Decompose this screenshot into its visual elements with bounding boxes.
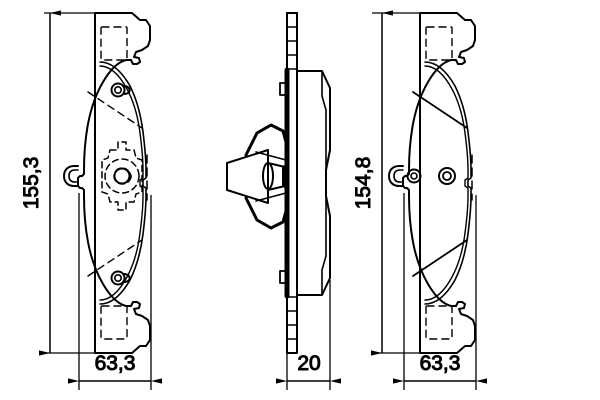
- left-pad-width-label: 63,3: [95, 352, 136, 375]
- left-pad-upper-chamfer-line: [87, 91, 143, 129]
- right-pad-height-label: 154,8: [352, 157, 375, 210]
- right-pad-upper-lug-hidden-slot: [425, 26, 453, 61]
- side-view-backing-plate-bottom-serration: [286, 296, 298, 340]
- left-pad-width-dimension: 63,3: [68, 193, 162, 390]
- left-pad-lower-lug-hidden-slot: [100, 305, 128, 340]
- side-view-upper-lug-tab: [279, 82, 289, 96]
- side-view-backing-plate-top-serration: [286, 26, 298, 70]
- left-pad-wear-sensor-eyelet-gap: [127, 170, 132, 183]
- right-pad-friction-material-edge-2: [424, 65, 469, 301]
- left-pad-upper-rivet-hole: [110, 82, 131, 98]
- side-view-spring-clip-tie: [255, 151, 287, 202]
- left-pad-height-dimension: 155,3: [20, 10, 112, 356]
- left-pad-wear-sensor-eyelet: [113, 167, 131, 185]
- side-view: [226, 12, 331, 354]
- side-view-thickness-label: 20: [297, 352, 320, 375]
- left-pad-front-view: [63, 12, 151, 354]
- left-pad-height-label: 155,3: [20, 157, 43, 210]
- left-pad-lower-rivet-hole: [110, 270, 131, 286]
- right-pad-friction-material-edge: [424, 61, 472, 305]
- side-view-lower-lug-tab: [279, 270, 289, 284]
- side-view-friction-material-inner: [321, 70, 327, 296]
- right-pad-width-label: 63,3: [420, 352, 461, 375]
- left-pad-lower-chamfer-line: [87, 239, 143, 277]
- right-pad-front-view: [388, 12, 476, 354]
- left-pad-upper-lug-hidden-slot: [100, 26, 128, 61]
- right-pad-rivet-hole: [438, 167, 456, 185]
- side-view-thickness-dimension: 20: [276, 280, 341, 390]
- right-pad-width-dimension: 63,3: [393, 193, 487, 390]
- left-pad-friction-material-edge-2: [99, 65, 144, 301]
- right-pad-lower-chamfer-line: [412, 239, 468, 277]
- side-view-wear-sensor-clip: [226, 149, 288, 204]
- right-pad-lower-lug-hidden-slot: [425, 305, 453, 340]
- side-view-spring-clip: [244, 123, 288, 230]
- left-pad-wear-sensor-boss: [63, 165, 79, 187]
- right-pad-upper-chamfer-line: [412, 91, 468, 129]
